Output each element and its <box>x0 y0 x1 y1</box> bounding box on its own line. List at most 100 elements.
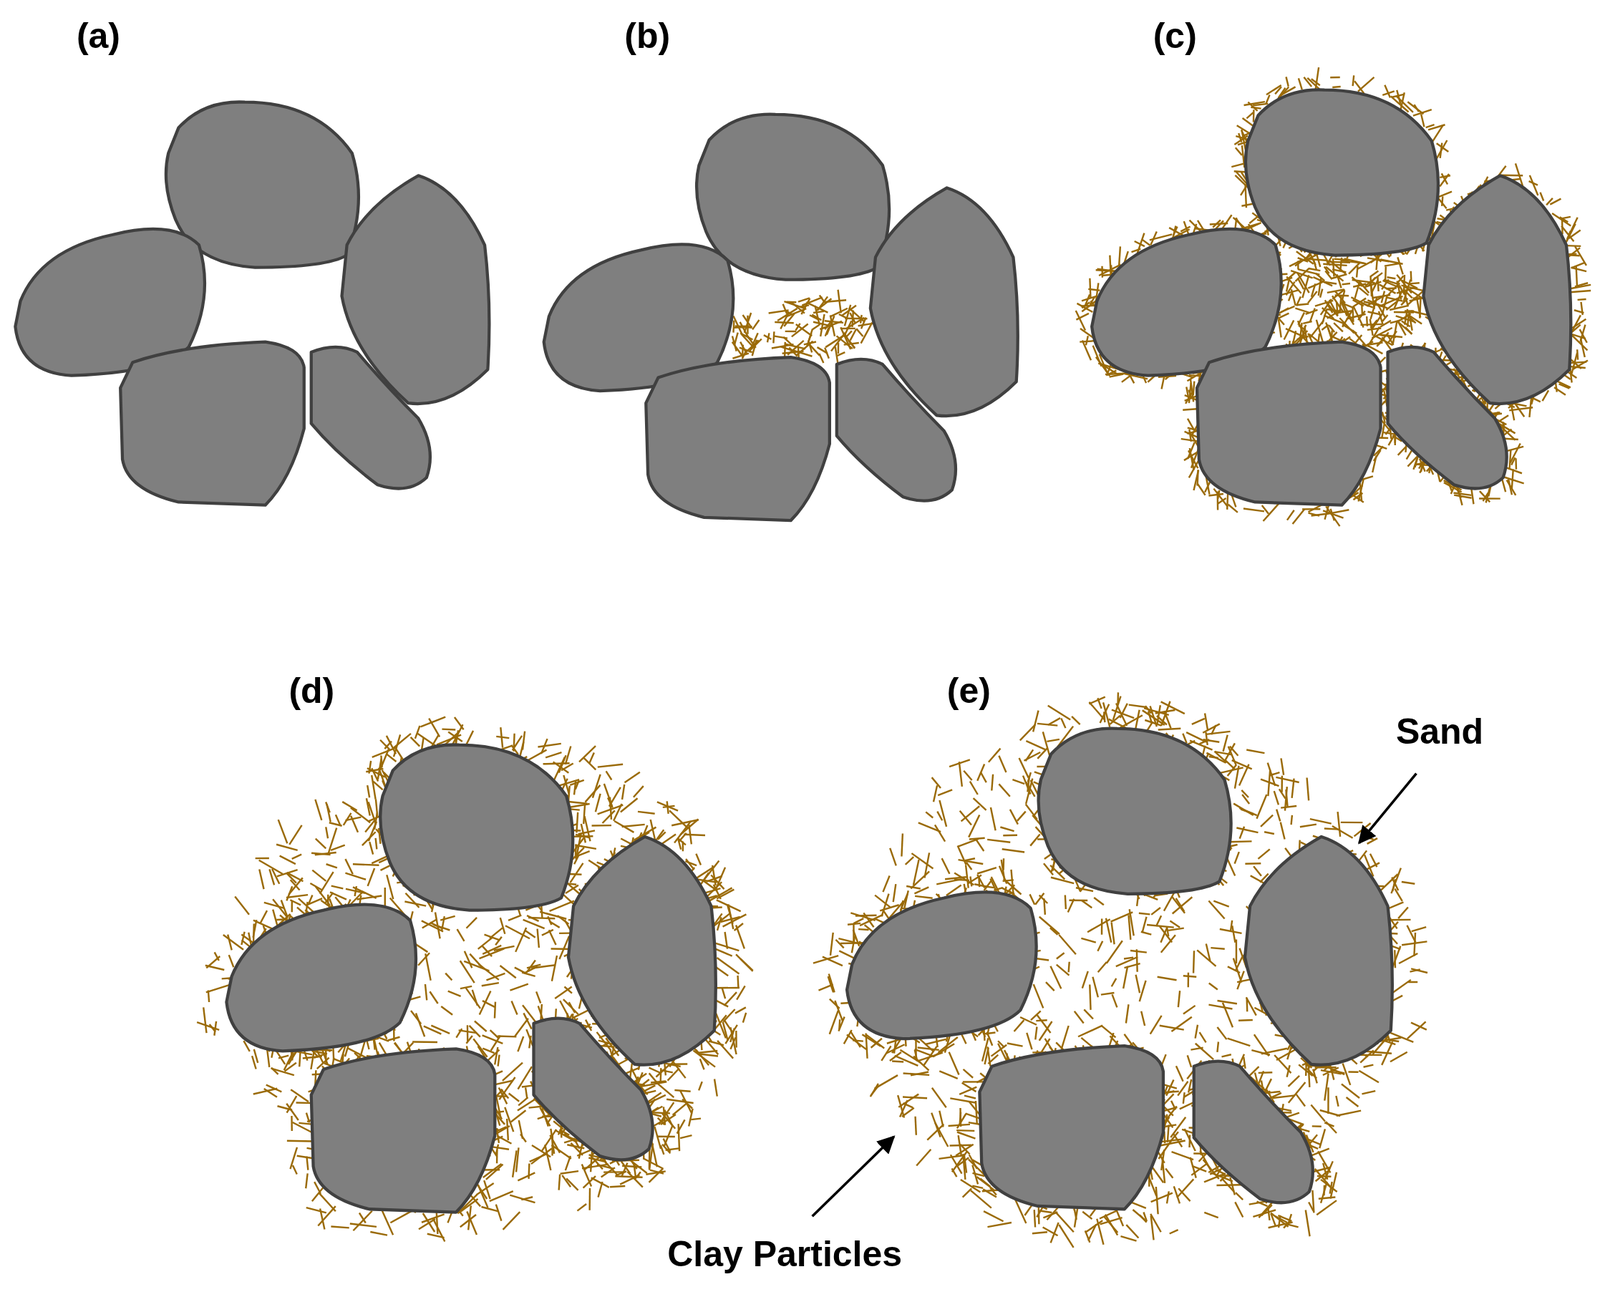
clay-stroke <box>662 806 676 808</box>
clay-stroke <box>841 327 855 330</box>
clay-stroke <box>588 860 602 870</box>
clay-stroke <box>1308 268 1321 271</box>
clay-stroke <box>741 345 744 356</box>
clay-stroke <box>223 934 244 950</box>
clay-stroke <box>1263 503 1280 522</box>
clay-stroke <box>1387 277 1396 279</box>
clay-stroke <box>421 738 424 751</box>
clay-stroke <box>1397 257 1403 275</box>
clay-stroke <box>227 934 232 951</box>
clay-stroke <box>1514 403 1527 407</box>
clay-stroke <box>1326 509 1349 515</box>
clay-stroke <box>517 1099 535 1111</box>
clay-stroke <box>279 856 296 865</box>
clay-stroke <box>1209 223 1228 225</box>
clay-stroke <box>335 814 341 826</box>
clay-stroke <box>1367 327 1380 348</box>
clay-stroke <box>1085 335 1089 346</box>
clay-stroke <box>315 839 326 850</box>
clay-stroke <box>1330 76 1341 79</box>
clay-stroke <box>1266 85 1282 95</box>
clay-stroke <box>1305 259 1327 261</box>
clay-stroke <box>463 961 489 972</box>
clay-stroke <box>1510 443 1521 463</box>
clay-stroke <box>1197 483 1206 496</box>
clay-stroke <box>522 731 525 751</box>
clay-stroke <box>521 1196 533 1200</box>
clay-stroke <box>1305 309 1318 315</box>
clay-stroke <box>1320 281 1337 284</box>
clay-stroke <box>506 1118 509 1141</box>
clay-stroke <box>1315 273 1325 281</box>
clay-stroke <box>622 824 646 827</box>
clay-stroke <box>528 917 555 919</box>
clay-stroke <box>743 314 752 328</box>
clay-stroke <box>541 1129 557 1152</box>
clay-stroke <box>551 1145 571 1160</box>
clay-stroke <box>642 1158 663 1169</box>
clay-stroke <box>482 1000 495 1008</box>
clay-stroke <box>1385 287 1397 290</box>
clay-stroke <box>367 868 375 887</box>
clay-stroke <box>1289 260 1302 267</box>
clay-stroke <box>722 987 726 999</box>
clay-stroke <box>1182 408 1197 410</box>
clay-stroke <box>345 859 353 875</box>
clay-stroke <box>1292 330 1308 344</box>
clay-stroke <box>565 1156 571 1171</box>
clay-stroke <box>1193 381 1195 396</box>
clay-stroke <box>527 1163 530 1179</box>
clay-stroke <box>680 1091 692 1114</box>
clay-stroke <box>1421 113 1424 127</box>
clay-stroke <box>1311 283 1316 297</box>
clay-stroke <box>672 1103 688 1116</box>
clay-stroke <box>493 1002 497 1019</box>
clay-stroke <box>441 728 456 731</box>
clay-stroke <box>1278 319 1282 338</box>
clay-stroke <box>1377 277 1379 292</box>
clay-stroke <box>1398 322 1413 334</box>
clay-stroke <box>1365 272 1383 286</box>
clay-stroke <box>714 1078 718 1097</box>
clay-stroke <box>312 870 326 882</box>
clay-stroke <box>680 1135 692 1139</box>
clay-stroke <box>308 895 313 905</box>
clay-stroke <box>774 336 788 339</box>
clay-stroke <box>264 902 284 909</box>
clay-stroke <box>290 1116 293 1132</box>
clay-stroke <box>773 331 774 343</box>
clay-stroke <box>229 954 235 968</box>
clay-stroke <box>486 1164 504 1180</box>
clay-stroke <box>1379 335 1403 338</box>
clay-stroke <box>508 915 522 921</box>
clay-stroke <box>1382 314 1388 322</box>
clay-stroke <box>1348 262 1360 274</box>
clay-stroke <box>1566 244 1581 247</box>
clay-stroke <box>1384 267 1387 283</box>
clay-stroke <box>734 332 739 346</box>
clay-stroke <box>254 1049 258 1064</box>
clay-stroke <box>259 869 264 890</box>
clay-stroke <box>818 353 824 363</box>
clay-stroke <box>1372 455 1376 473</box>
clay-stroke <box>433 924 451 931</box>
clay-stroke <box>1353 298 1366 308</box>
clay-stroke <box>752 320 759 330</box>
clay-stroke <box>481 1206 498 1212</box>
clay-stroke <box>1509 450 1511 470</box>
clay-stroke <box>785 330 797 333</box>
clay-stroke <box>1297 312 1305 326</box>
clay-stroke <box>1574 246 1587 266</box>
clay-stroke <box>588 1188 591 1211</box>
clay-stroke <box>849 340 855 349</box>
clay-stroke <box>583 803 585 824</box>
clay-stroke <box>466 987 481 1009</box>
clay-stroke <box>575 780 580 790</box>
clay-stroke <box>325 826 328 839</box>
clay-stroke <box>205 965 225 971</box>
clay-stroke <box>1332 85 1341 89</box>
clay-stroke <box>1561 216 1571 220</box>
clay-stroke <box>1483 493 1489 502</box>
clay-stroke <box>362 831 376 846</box>
